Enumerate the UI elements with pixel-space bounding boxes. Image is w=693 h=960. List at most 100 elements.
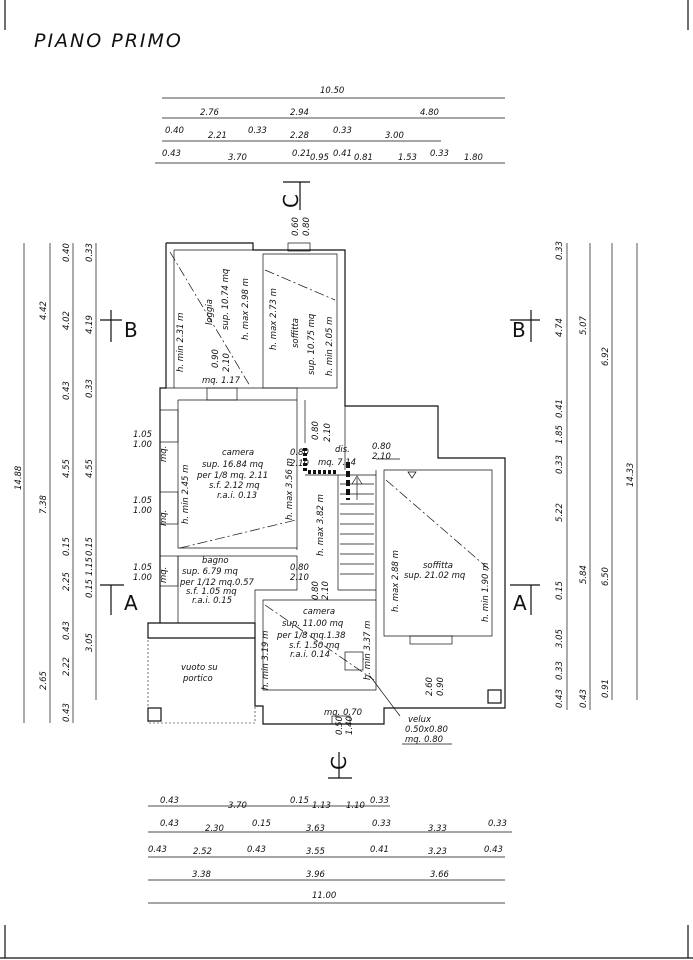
left-dim: 0.33 (85, 243, 95, 262)
right-dim: 6.50 (601, 567, 611, 586)
dis-door-label: 2.10 (290, 459, 309, 469)
bottom-dimension-texts: 0.43 3.70 0.15 1.13 1.10 0.33 0.43 2.30 … (148, 796, 507, 901)
left-dim: 14.88 (14, 465, 24, 490)
room-hmax: h. max 3.56 m (285, 458, 295, 520)
left-dim: 0.43 (62, 381, 72, 400)
right-dimension-lines (566, 243, 638, 710)
window-label: mq. (159, 567, 169, 583)
room-name: portico (182, 674, 213, 684)
bottom-dim: 0.15 (252, 819, 271, 829)
left-dim: 4.19 (85, 315, 95, 334)
right-window-label: 2.60 (425, 677, 435, 696)
right-dim: 3.05 (555, 629, 565, 648)
section-label-a: A (513, 591, 527, 615)
top-window-label: 0.60 (291, 217, 301, 236)
right-dim: 0.43 (555, 689, 565, 708)
door-label: 0.80 (311, 581, 321, 600)
velux-label: 0.50x0.80 (405, 725, 448, 735)
room-name: camera (303, 607, 335, 617)
room-disimpegno: dis. mq. 7.14 h. max 3.82 m (316, 445, 356, 556)
door-label: 0.80 (290, 563, 309, 573)
left-dim: 0.15 (62, 537, 72, 556)
room-loggia: loggia sup. 10.74 mq h. max 2.98 m h. mi… (176, 268, 251, 372)
left-dim: 2.25 (62, 572, 72, 591)
left-dimension-texts: 14.88 4.42 7.38 2.65 0.40 4.02 0.43 4.55… (14, 243, 95, 722)
section-label-c: C (279, 194, 303, 208)
bottom-window-label: 1.40 (345, 716, 355, 735)
dis-door-label: 0.80 (372, 442, 391, 452)
section-markers: B B A A C C (100, 181, 540, 779)
right-dim: 0.33 (555, 661, 565, 680)
room-name: soffitta (423, 561, 453, 571)
room-sf: s.f. 1.05 mq (186, 587, 237, 597)
left-dim: 2.65 (39, 671, 49, 690)
room-soffitta-top: soffitta sup. 10.75 mq h. max 2.73 m h. … (269, 288, 335, 376)
bottom-dim: 0.43 (484, 845, 503, 855)
bottom-dim: 3.63 (306, 824, 325, 834)
section-label-c: C (327, 756, 351, 770)
window-label: 1.00 (133, 506, 152, 516)
bottom-dim: 3.23 (428, 847, 447, 857)
loggia-door-label: mq. 1.17 (202, 376, 241, 386)
left-dim: 4.55 (62, 459, 72, 478)
door-label: 2.10 (290, 573, 309, 583)
opening-labels: 0.60 0.80 0.90 2.10 mq. 1.17 0.80 2.10 0… (133, 217, 452, 745)
left-dim: 0.40 (62, 243, 72, 262)
left-dim: 7.38 (39, 494, 49, 514)
room-name: loggia (205, 299, 215, 325)
room-rai: r.a.i. 0.15 (192, 596, 232, 606)
top-dim: 2.94 (290, 108, 309, 118)
room-hmax: h. max 3.82 m (316, 494, 326, 556)
bottom-dim: 3.70 (228, 801, 247, 811)
right-dim: 0.33 (555, 455, 565, 474)
room-hmin: h. min 3.37 m (363, 621, 373, 680)
bottom-dim: 3.96 (306, 870, 326, 880)
bottom-dim: 0.43 (160, 819, 179, 829)
window-label: 1.05 (133, 430, 152, 440)
top-dim: 4.80 (420, 108, 439, 118)
bottom-dim: 0.33 (488, 819, 507, 829)
bottom-dim: 2.52 (193, 847, 212, 857)
dis-door-label: 2.10 (372, 452, 391, 462)
bottom-window-label: mq. 0.70 (324, 708, 362, 718)
bottom-dim: 3.55 (306, 847, 325, 857)
velux-label: mq. 0.80 (405, 735, 443, 745)
left-dim: 0.33 (85, 379, 95, 398)
bottom-dimension-lines (148, 805, 512, 904)
dis-door-label: 0.80 (311, 421, 321, 440)
bottom-window-label: 0.50 (335, 716, 345, 735)
dis-door-label: 0.80 (290, 448, 309, 458)
top-dim: 0.21 (292, 149, 311, 159)
top-dim: 10.50 (320, 86, 344, 96)
loggia-door-label: 2.10 (222, 353, 232, 372)
window-label: mq. (159, 510, 169, 526)
top-dimension-lines (155, 97, 505, 164)
top-dim: 1.53 (398, 153, 417, 163)
top-dim: 0.40 (165, 126, 184, 136)
room-rai: r.a.i. 0.14 (290, 650, 330, 660)
right-dim: 0.43 (579, 689, 589, 708)
top-dim: 2.21 (208, 131, 227, 141)
room-camera-2: camera sup. 11.00 mq per 1/8 mq.1.38 s.f… (261, 607, 373, 690)
room-hmin: h. min 2.31 m (176, 313, 186, 372)
room-name: bagno (202, 556, 229, 566)
left-dim: 0.15 (85, 579, 95, 598)
right-dim: 0.15 (555, 581, 565, 600)
room-hmin: h. min 3.19 m (261, 631, 271, 690)
door-label: 2.10 (321, 581, 331, 600)
right-dim: 0.41 (555, 399, 565, 418)
bottom-dim: 3.33 (428, 824, 447, 834)
left-dim: 3.05 (85, 633, 95, 652)
room-hmin: h. min 2.45 m (181, 465, 191, 524)
right-dim: 5.84 (579, 565, 589, 584)
room-hmin: h. min 2.05 m (325, 317, 335, 376)
right-dim: 1.85 (555, 425, 565, 444)
room-area: sup. 10.75 mq (307, 313, 317, 375)
left-dim: 2.22 (62, 657, 72, 676)
room-hmax: h. max 2.73 m (269, 288, 279, 350)
room-hmax: h. max 2.98 m (241, 278, 251, 340)
left-dim: 1.15 (85, 557, 95, 576)
right-dim: 5.22 (555, 503, 565, 522)
top-dim: 0.33 (248, 126, 267, 136)
section-label-a: A (124, 591, 138, 615)
